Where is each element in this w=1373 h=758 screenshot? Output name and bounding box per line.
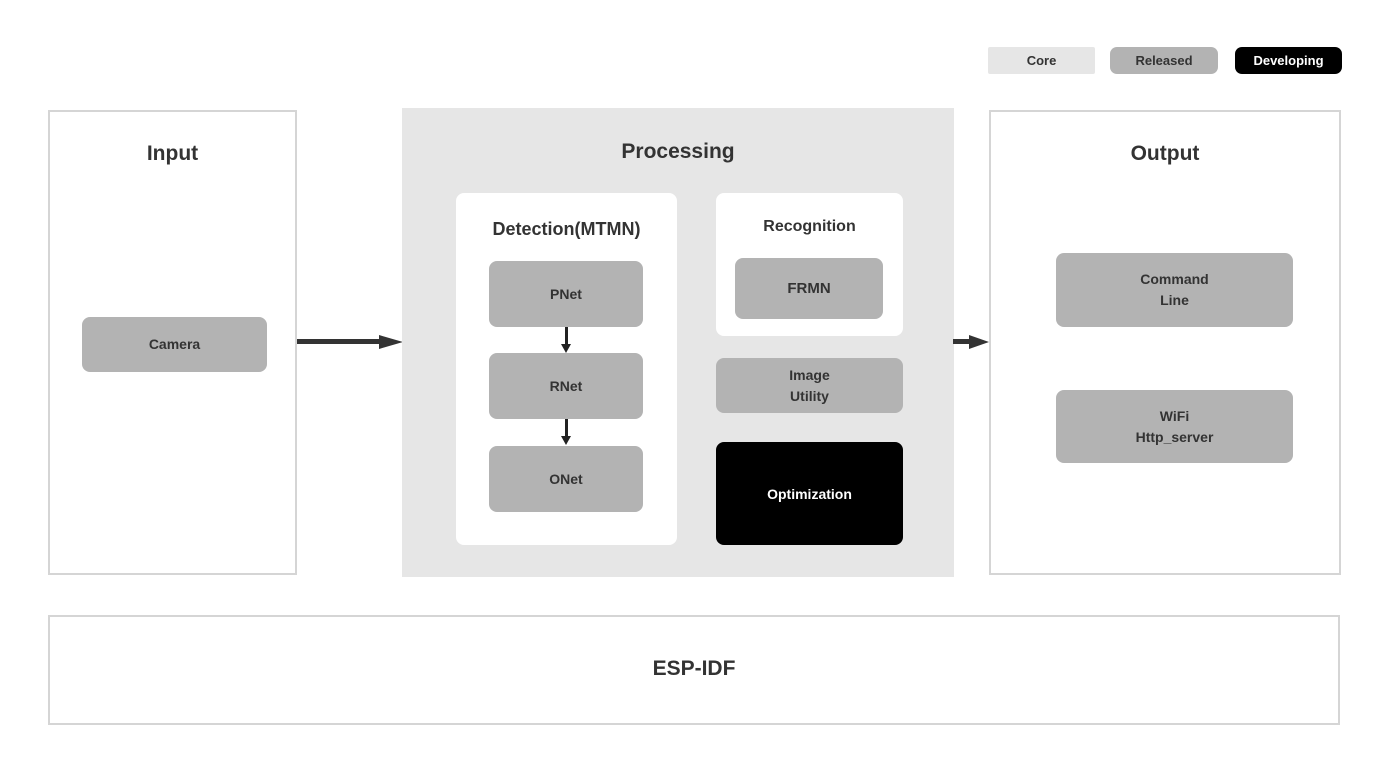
wifi-http-server-node: WiFi Http_server: [1056, 390, 1293, 463]
pnet-label: PNet: [550, 285, 582, 302]
arrow-head-icon: [561, 344, 571, 353]
legend-core-label: Core: [1026, 53, 1057, 68]
legend-developing-chip: Developing: [1235, 47, 1342, 74]
esp-idf-title: ESP-IDF: [652, 657, 736, 680]
esp-idf-section: ESP-IDF: [48, 615, 1340, 725]
legend-released-label: Released: [1135, 53, 1193, 68]
legend-core-chip: Core: [988, 47, 1095, 74]
detection-card: Detection(MTMN) PNet RNet ONet: [456, 193, 677, 545]
recognition-card: Recognition FRMN: [716, 193, 903, 336]
pnet-node: PNet: [489, 261, 643, 327]
image-utility-node: Image Utility: [716, 358, 903, 413]
command-line-line2: Line: [1160, 292, 1189, 308]
frmn-node: FRMN: [735, 258, 883, 319]
arrow-shaft: [297, 339, 379, 344]
output-title: Output: [1130, 142, 1200, 165]
optimization-node: Optimization: [716, 442, 903, 545]
processing-section: Processing Detection(MTMN) PNet RNet ONe…: [402, 108, 954, 577]
input-title: Input: [146, 142, 199, 165]
processing-title: Processing: [621, 140, 735, 163]
camera-node: Camera: [82, 317, 267, 372]
arrow-head-icon: [969, 335, 989, 349]
camera-label: Camera: [148, 336, 201, 352]
command-line-node: Command Line: [1056, 253, 1293, 327]
optimization-label: Optimization: [767, 485, 852, 502]
arrow-head-icon: [561, 436, 571, 445]
input-section: Input Camera: [48, 110, 297, 575]
detection-title: Detection(MTMN): [492, 219, 641, 239]
output-section: Output Command Line WiFi Http_server: [989, 110, 1341, 575]
wifi-line1: WiFi: [1159, 407, 1190, 424]
legend-released-chip: Released: [1110, 47, 1218, 74]
rnet-label: RNet: [549, 377, 583, 394]
onet-node: ONet: [489, 446, 643, 512]
arrow-shaft: [565, 327, 568, 344]
rnet-node: RNet: [489, 353, 643, 419]
onet-label: ONet: [549, 470, 583, 487]
arrow-shaft: [565, 419, 568, 436]
image-utility-line2: Utility: [790, 387, 829, 404]
recognition-title: Recognition: [763, 218, 856, 235]
arrow-head-icon: [379, 335, 403, 349]
legend-developing-label: Developing: [1253, 53, 1324, 68]
frmn-label: FRMN: [787, 280, 831, 297]
image-utility-line1: Image: [789, 366, 830, 383]
arrow-shaft: [953, 339, 969, 344]
wifi-line2: Http_server: [1135, 428, 1214, 445]
command-line-line1: Command: [1140, 271, 1209, 287]
